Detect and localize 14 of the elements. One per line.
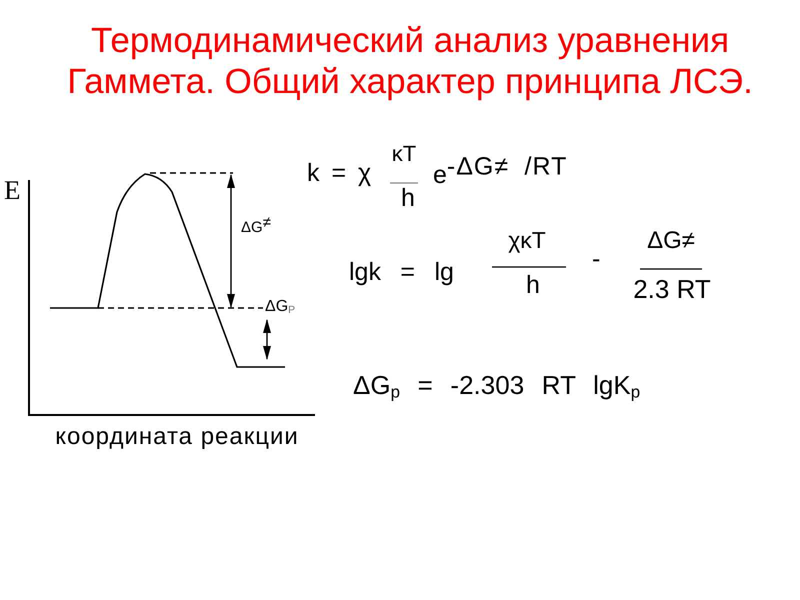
axis-label: координата реакции bbox=[55, 424, 299, 450]
formula-text: k = χ bbox=[307, 160, 372, 188]
fraction-denominator: h bbox=[526, 272, 540, 300]
fraction-numerator: ΔG≠ bbox=[647, 228, 695, 254]
fraction-denominator: 2.3 RT bbox=[633, 275, 711, 304]
dimension-label: ΔG$_{P}$ bbox=[265, 298, 296, 316]
formula-text: ΔG$_{p}$ = -2.303 RT lgK$_{p}$ bbox=[353, 371, 640, 400]
formula-text: lgk = lg bbox=[349, 259, 454, 286]
formula-text: - bbox=[592, 246, 600, 274]
title: Термодинамический анализ уравнения Гаммета. Общий характер принципа ЛСЭ. bbox=[66, 20, 754, 102]
fraction-numerator: κT bbox=[392, 142, 416, 166]
fraction-numerator: χκT bbox=[508, 228, 546, 254]
fraction-denominator: h bbox=[401, 185, 415, 212]
axis-label: E bbox=[4, 176, 20, 206]
